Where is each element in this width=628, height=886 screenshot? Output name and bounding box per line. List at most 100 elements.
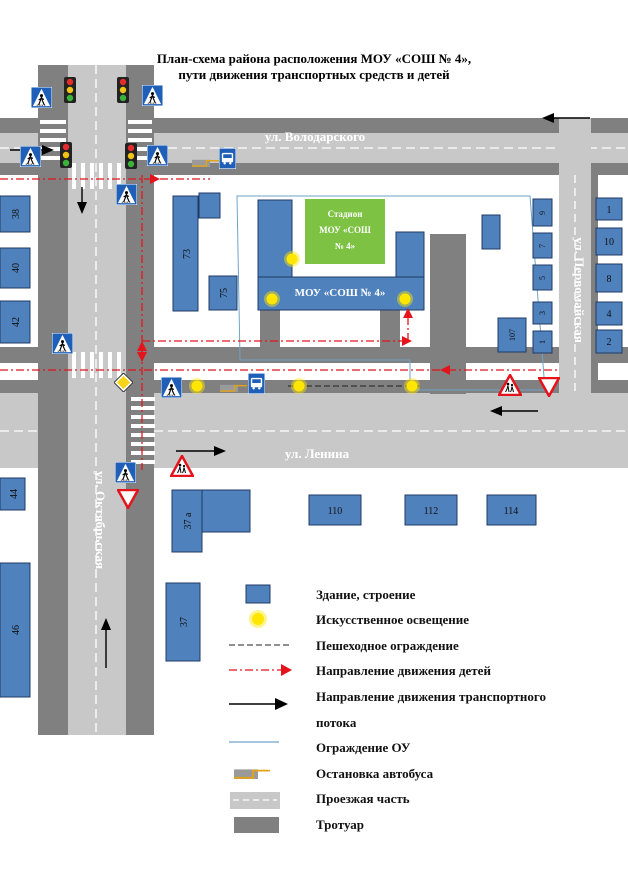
building-37 [165, 582, 201, 662]
crosswalk-oktyabrskaya-south [72, 352, 121, 378]
building-8-label: 8 [607, 274, 612, 285]
stadium [305, 199, 385, 264]
building-107-label: 107 [508, 329, 517, 341]
crosswalk-lenina [131, 397, 155, 464]
building-110 [308, 494, 362, 526]
building-44-label: 44 [9, 489, 20, 499]
bus-stop-sign [219, 148, 236, 169]
building-112-label: 112 [424, 506, 439, 517]
building-3 [532, 301, 553, 325]
pedestrian-crossing-sign [31, 87, 52, 108]
map-title-line2: пути движения транспортных средств и дет… [178, 67, 450, 82]
pedestrian-crossing-sign [147, 145, 168, 166]
legend-label-traffic-flow-cont: потока [316, 715, 357, 730]
building-38 [0, 195, 31, 233]
building-114-label: 114 [504, 506, 519, 517]
building-3-label: 3 [538, 311, 547, 315]
lenina-sidewalk-north [0, 347, 628, 363]
building-40 [0, 247, 31, 289]
crosswalk-volodarskogo-east [128, 120, 152, 160]
children-route [0, 175, 560, 470]
building-37a [171, 489, 203, 553]
street-name-oktyabrskaya: ул. Октябрьская [93, 471, 108, 569]
school-path-west [260, 310, 280, 350]
children-route-arrows [137, 174, 450, 375]
volodarskogo-sidewalk-south [0, 163, 628, 175]
building-4-label: 4 [607, 309, 612, 320]
crosswalk-oktyabrskaya-north [72, 163, 121, 189]
street-name-volodarskogo: ул. Володарского [265, 129, 365, 144]
oktyabrskaya-roadway [68, 65, 126, 735]
traffic-light-icon [125, 143, 137, 169]
legend-sidewalk-swatch [234, 817, 279, 833]
legend-building-swatch [245, 584, 271, 604]
building-38-label: 38 [11, 209, 22, 219]
stadium-label-1: Стадион [328, 209, 363, 219]
volodarskogo-sidewalk-north [0, 118, 628, 133]
building-37a-annex [201, 489, 251, 533]
building-40-label: 40 [11, 263, 22, 273]
building-2 [595, 329, 623, 354]
school-label: МОУ «СОШ № 4» [295, 287, 386, 299]
building-5-label: 5 [538, 276, 547, 280]
building-8 [595, 263, 623, 293]
building-9-label: 9 [538, 211, 547, 215]
building-73-annex [198, 192, 221, 219]
building-37-label: 37 [179, 617, 190, 627]
building-10 [595, 227, 623, 256]
street-lights [189, 251, 420, 394]
pedestrian-crossing-sign [52, 333, 73, 354]
pedestrian-crossing-sign [20, 146, 41, 167]
building-5 [532, 264, 553, 291]
building-7-label: 7 [538, 244, 547, 248]
stadium-label-2: МОУ «СОШ [319, 225, 371, 235]
legend-label-traffic-flow: Направление движения транспортного [316, 689, 546, 704]
oktyabrskaya-sidewalk-west [38, 65, 68, 735]
building-10-label: 10 [604, 237, 614, 248]
legend [229, 584, 292, 833]
legend-label-bus-stop: Остановка автобуса [316, 766, 434, 781]
building-2-label: 2 [607, 337, 612, 348]
building-1-label: 1 [607, 205, 612, 216]
building-42-label: 42 [11, 317, 22, 327]
building-9 [532, 198, 553, 227]
pedestrian-crossing-sign [161, 377, 182, 398]
building-44 [0, 477, 26, 511]
legend-label-pedestrian-fence: Пешеходное ограждение [316, 638, 459, 653]
building-75 [208, 275, 238, 311]
pedestrian-crossing-sign [142, 85, 163, 106]
building-1 [595, 197, 623, 221]
pedestrian-crossing-sign [115, 462, 136, 483]
building-73-label: 73 [182, 249, 193, 259]
pedestrian-crossing-sign [116, 184, 137, 205]
street-name-pervomaiskaya: ул. Первомайская [572, 237, 587, 343]
traffic-light-icon [64, 77, 76, 103]
building-114 [486, 494, 537, 526]
building-110-label: 110 [328, 506, 343, 517]
legend-label-building: Здание, строение [316, 587, 416, 602]
legend-label-roadway: Проезжая часть [316, 791, 410, 806]
building-1-small-label: 1 [538, 340, 547, 344]
bus-stop-sign [248, 373, 265, 394]
building-46 [0, 562, 31, 698]
legend-bus-stop-swatch [233, 768, 271, 779]
building-small-school [481, 214, 501, 250]
school-path-east [380, 310, 400, 350]
street-name-lenina: ул. Ленина [285, 446, 350, 461]
building-42 [0, 300, 31, 344]
building-112 [404, 494, 458, 526]
building-107 [497, 317, 527, 353]
stadium-label-3: № 4» [335, 241, 356, 251]
pervomaiskaya-sidewalk-east [591, 175, 598, 393]
building-46-label: 46 [11, 625, 22, 635]
building-37a-label: 37 а [183, 512, 194, 530]
building-75-label: 75 [219, 288, 230, 298]
building-73 [172, 195, 199, 312]
map-title-line1: План-схема района расположения МОУ «СОШ … [156, 51, 472, 66]
legend-label-sidewalk: Тротуар [316, 817, 365, 832]
legend-label-school-fence: Ограждение ОУ [316, 740, 411, 755]
building-4 [595, 301, 623, 326]
traffic-light-icon [60, 142, 72, 168]
traffic-light-icon [117, 77, 129, 103]
